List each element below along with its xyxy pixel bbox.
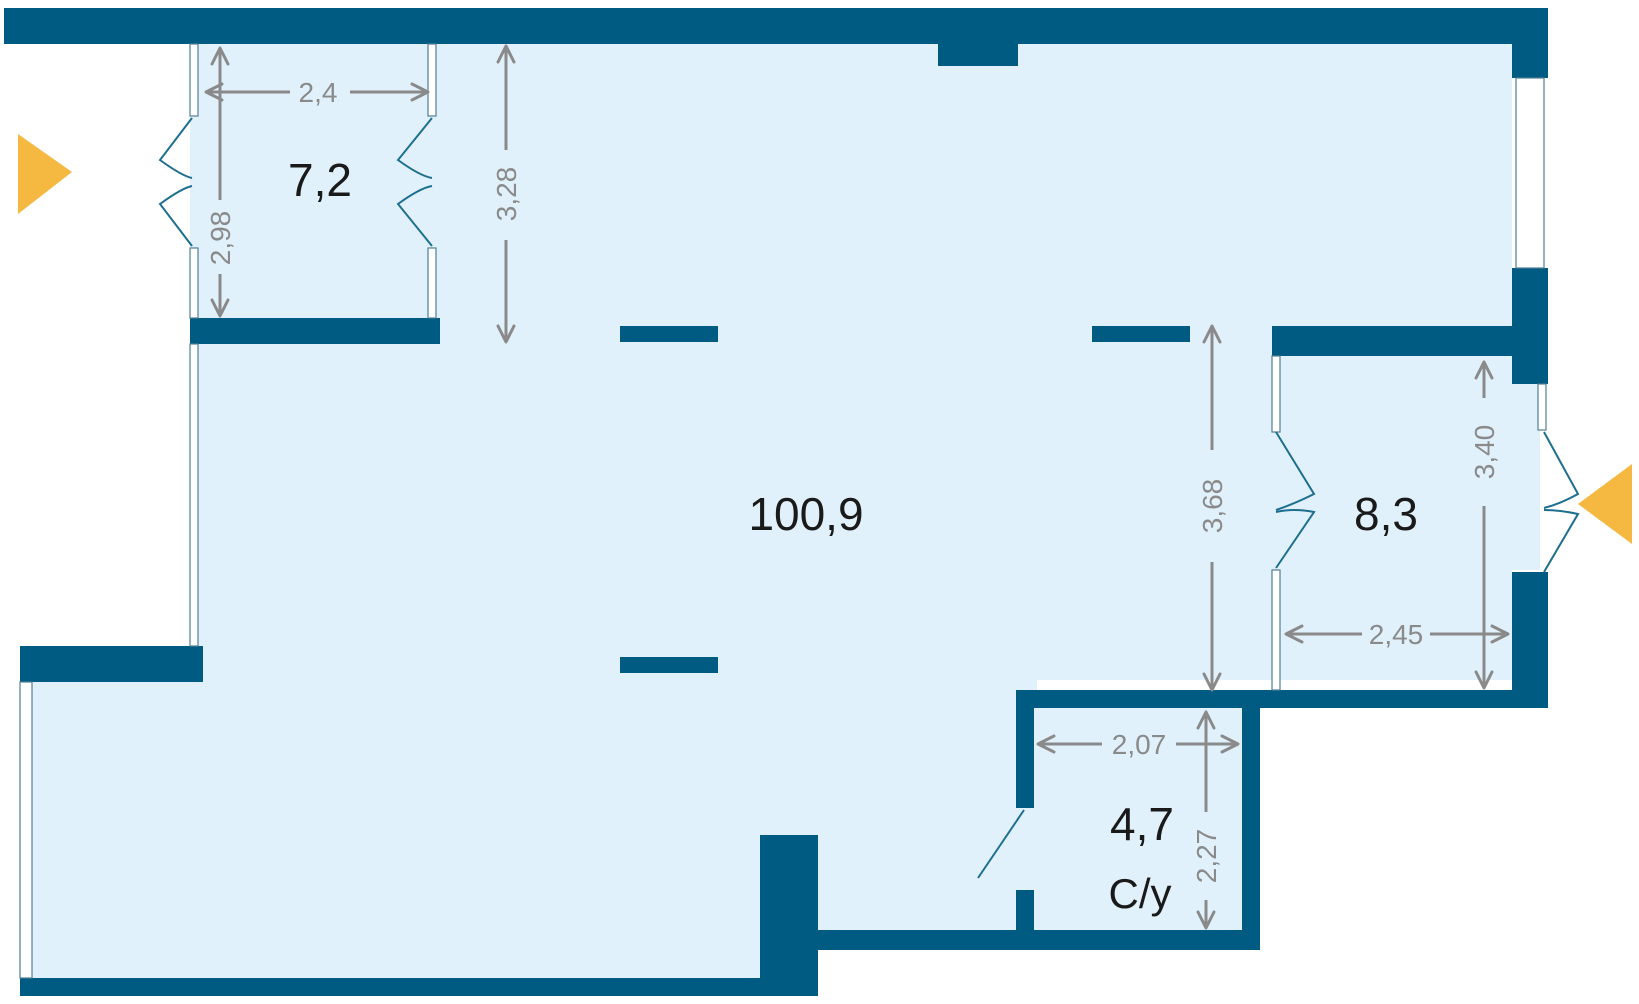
dim-right-vestibule-width: 2,45 — [1369, 619, 1424, 650]
dim-right-vestibule-depth: 3,40 — [1469, 425, 1500, 480]
dim-right-corridor-depth: 3,68 — [1197, 479, 1228, 534]
dim-left-vestibule-depth: 2,98 — [205, 211, 236, 266]
glazing — [19, 43, 1547, 979]
left-inner-door-icon — [396, 117, 433, 247]
left-entrance-door-icon — [158, 117, 193, 247]
dim-upper-hall-depth: 3,28 — [491, 167, 522, 222]
dimensions: 2,4 2,98 3,28 3,68 3,40 2,45 2,07 2,27 — [204, 44, 1510, 930]
right-vestibule-area: 8,3 — [1354, 488, 1418, 540]
dim-wc-depth: 2,27 — [1191, 829, 1222, 884]
entrance-arrow-right-icon — [1578, 464, 1632, 544]
entrance-markers — [18, 134, 1632, 544]
wc-area: 4,7 — [1110, 798, 1174, 850]
floor-area — [20, 42, 1540, 978]
left-vestibule-area: 7,2 — [288, 154, 352, 206]
walls — [4, 8, 1548, 996]
dim-wc-width: 2,07 — [1112, 729, 1167, 760]
dim-left-vestibule-width: 2,4 — [299, 77, 338, 108]
right-inner-door-icon — [1275, 431, 1316, 569]
main-area: 100,9 — [748, 488, 863, 540]
room-labels: 7,2 100,9 8,3 4,7 С/у — [288, 154, 1418, 917]
wc-door-icon — [977, 809, 1025, 879]
entrance-arrow-left-icon — [18, 134, 72, 214]
doors — [158, 117, 1580, 879]
right-entrance-door-icon — [1543, 431, 1580, 573]
wc-label: С/у — [1109, 870, 1172, 917]
